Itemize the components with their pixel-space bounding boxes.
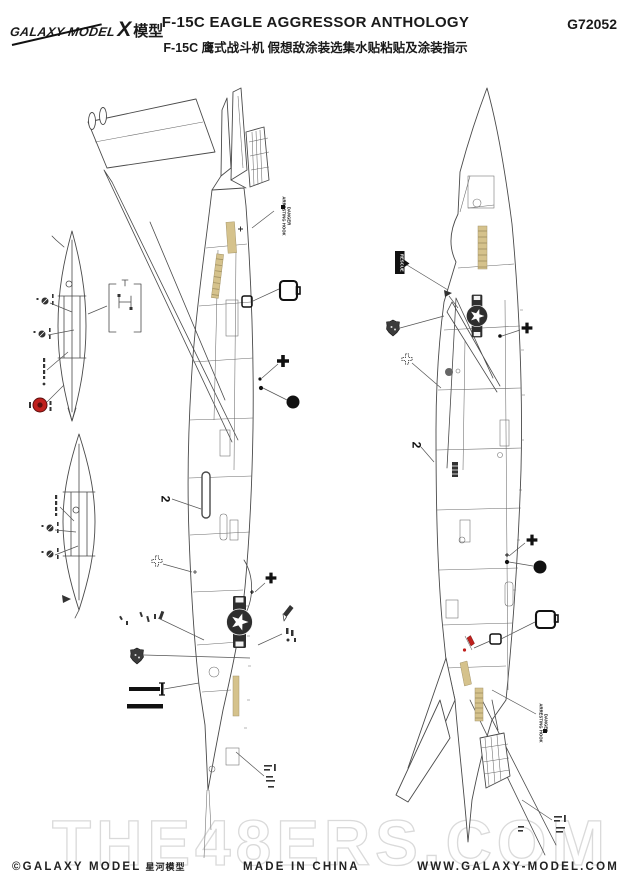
tank2-stencil-column bbox=[55, 495, 58, 516]
tank1-round-decal-1 bbox=[36, 294, 54, 305]
step-number-left: 2 bbox=[158, 495, 173, 503]
product-code: G72052 bbox=[567, 16, 617, 32]
small-arrow-decal-right bbox=[444, 290, 452, 297]
tank1-red-roundel-decal bbox=[29, 397, 52, 413]
rescue-placard-decal bbox=[395, 251, 405, 274]
squadron-badge-right bbox=[386, 319, 400, 337]
hatched-panel-decal-right bbox=[452, 462, 458, 477]
stencil-cluster-left-nose bbox=[119, 610, 165, 625]
walkway-strip-hatched-left bbox=[211, 253, 224, 299]
arresting-hook-label-right-line2: ARRESTING HOOK bbox=[538, 703, 543, 743]
stencil-cluster-left-bottom bbox=[264, 764, 276, 788]
stencil-cluster-right-bottom bbox=[518, 815, 566, 833]
walkway-strip-hatched-right bbox=[477, 225, 488, 270]
title-block: F-15C EAGLE AGGRESSOR ANTHOLOGY F-15C 鹰式… bbox=[0, 14, 631, 56]
aircraft-right-decals bbox=[386, 225, 566, 833]
step-number-right: 2 bbox=[409, 441, 424, 449]
pylon-detail-figure bbox=[87, 279, 142, 333]
black-cross-decal-left-2 bbox=[265, 572, 277, 584]
black-square-decal bbox=[281, 205, 285, 209]
aircraft-right-profile bbox=[395, 87, 557, 856]
walkway-strip-solid-left bbox=[225, 221, 237, 254]
footer-website: WWW.GALAXY-MODEL.COM bbox=[417, 861, 619, 873]
red-probe-decal bbox=[462, 635, 475, 652]
national-insignia-left bbox=[226, 596, 253, 648]
walkway-strip-hatched-tail-right bbox=[474, 687, 484, 722]
black-square-decal-right bbox=[543, 729, 547, 733]
squadron-badge-left bbox=[130, 647, 144, 665]
tank2-round-decal-2 bbox=[41, 548, 59, 559]
arresting-hook-label-left-line2: ARRESTING HOOK bbox=[281, 196, 286, 236]
arresting-hook-label-left: DANGER ARRESTING HOOK bbox=[281, 195, 290, 237]
tank2-round-decal-1 bbox=[41, 522, 59, 533]
footer: ©GALAXY MODEL 星河模型 MADE IN CHINA WWW.GAL… bbox=[0, 860, 631, 873]
logo-chinese: 模型 bbox=[133, 23, 164, 40]
fuel-tank-side-view-2 bbox=[62, 433, 96, 619]
tank1-callout-stencils bbox=[29, 294, 75, 413]
rescue-placard-text: RESCUE bbox=[398, 253, 403, 272]
fuel-tank-side-view-1 bbox=[51, 230, 87, 422]
footer-made-in: MADE IN CHINA bbox=[242, 861, 360, 873]
watermark-text: THE48ERS.COM bbox=[51, 806, 610, 879]
tank1-round-decal-2 bbox=[33, 328, 51, 339]
walkway-strip-nose-left bbox=[232, 675, 240, 717]
black-cross-decal-right-2 bbox=[526, 534, 538, 546]
black-disc-decal-right bbox=[533, 560, 547, 574]
page-title: F-15C EAGLE AGGRESSOR ANTHOLOGY bbox=[161, 14, 470, 31]
logo-x-icon: X bbox=[117, 18, 132, 41]
black-cross-decal-right bbox=[521, 322, 533, 334]
tank2-callout-stencils bbox=[41, 495, 79, 559]
arresting-hook-label-right: DANGER ARRESTING HOOK bbox=[538, 702, 547, 744]
footer-copyright: ©GALAXY MODEL bbox=[12, 861, 142, 873]
canopy-placard-large-right bbox=[534, 609, 559, 630]
dashed-cross-marker-right bbox=[401, 353, 413, 365]
walkway-strip-tail-right bbox=[459, 660, 472, 687]
footer-copyright-chinese: 星河模型 bbox=[145, 862, 186, 872]
canopy-placard-large-left bbox=[278, 279, 301, 302]
pencil-stencil-decal-left bbox=[282, 605, 294, 622]
tank1-stencil-column bbox=[42, 358, 46, 386]
canopy-placard-small-left bbox=[241, 295, 253, 308]
black-cross-decal-left bbox=[277, 355, 289, 367]
national-insignia-right bbox=[466, 294, 488, 338]
black-disc-decal-left bbox=[286, 395, 300, 409]
galaxy-model-logo: GALAXY MODEL X 模型 bbox=[9, 18, 164, 41]
arresting-hook-label-left-line1: DANGER bbox=[285, 206, 290, 226]
dashed-cross-marker-left bbox=[151, 555, 163, 567]
stencil-cluster-left-nose-right bbox=[286, 628, 296, 642]
page-subtitle: F-15C 鹰式战斗机 假想敌涂装选集水贴粘贴及涂装指示 bbox=[163, 41, 468, 55]
black-bar-decals-left bbox=[127, 682, 165, 709]
arresting-hook-label-right-line1: DANGER bbox=[542, 713, 547, 733]
aircraft-left-profile bbox=[87, 87, 270, 859]
aircraft-left-decals bbox=[119, 205, 301, 788]
